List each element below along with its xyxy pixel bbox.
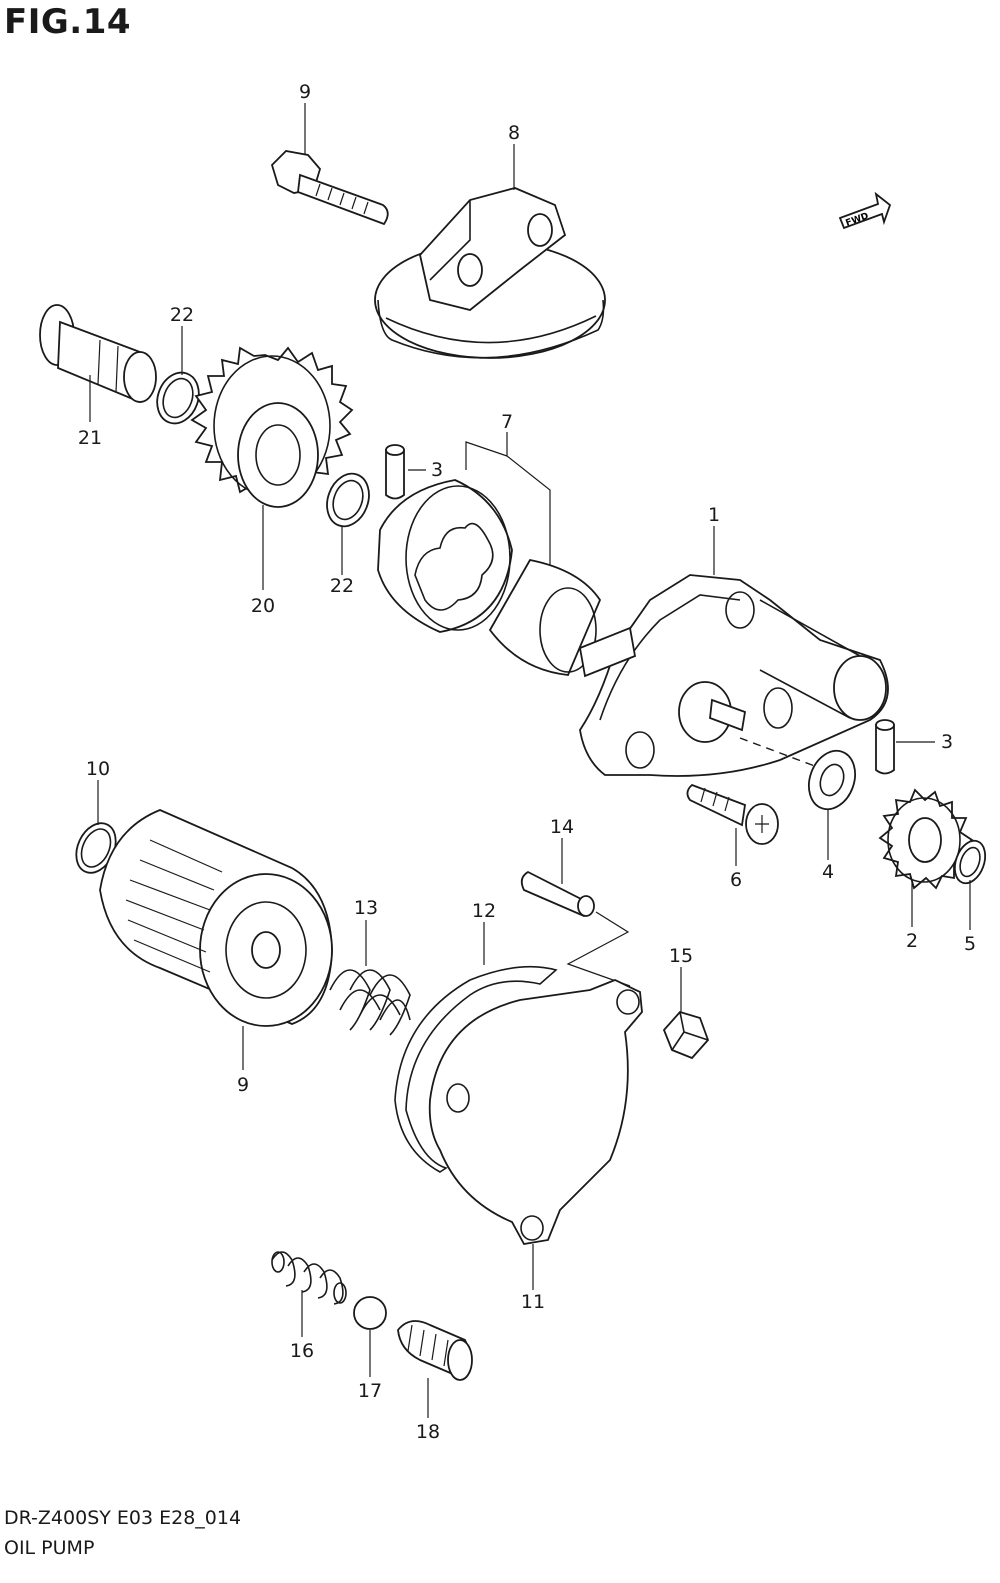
- callout-7: 7: [501, 411, 513, 433]
- callout-18: 17: [358, 1380, 382, 1402]
- callout-8: 8: [508, 122, 520, 144]
- callout-22-upper: 22: [170, 304, 194, 326]
- callout-17: 16: [290, 1340, 314, 1362]
- part-9-bolt[interactable]: [270, 150, 389, 226]
- part-22-circlip-upper[interactable]: [150, 367, 205, 430]
- part-4-washer[interactable]: [801, 744, 863, 815]
- part-8-strainer-cap[interactable]: [374, 187, 606, 359]
- part-3-dowel-pin-lower[interactable]: [875, 719, 895, 775]
- part-5-circlip[interactable]: [949, 837, 990, 888]
- part-7-outer-rotor[interactable]: [377, 479, 513, 633]
- callout-12: 11: [521, 1291, 545, 1313]
- callout-19: 18: [416, 1421, 440, 1443]
- part-6-screw[interactable]: [686, 783, 779, 845]
- fwd-direction-badge: FWD: [838, 191, 892, 230]
- part-2-drive-gear[interactable]: [878, 788, 974, 890]
- leader-lines: [89, 103, 971, 1418]
- part-12-filter-cap[interactable]: [428, 979, 643, 1245]
- part-19-plug[interactable]: [397, 1320, 473, 1381]
- figure-title: FIG.14: [4, 2, 132, 42]
- part-3-dowel-pin-upper[interactable]: [385, 444, 405, 500]
- group-name: OIL PUMP: [4, 1537, 95, 1559]
- callout-14: 13: [354, 897, 378, 919]
- part-21-shaft[interactable]: [39, 304, 157, 404]
- part-13-gasket[interactable]: [394, 965, 558, 1173]
- callout-9: 9: [299, 81, 311, 103]
- callout-3-lower: 3: [941, 731, 953, 753]
- callout-10: 9: [237, 1074, 249, 1096]
- callout-11: 10: [86, 758, 110, 780]
- callout-6: 6: [730, 869, 742, 891]
- part-18-ball[interactable]: [353, 1296, 387, 1330]
- callout-20: 20: [251, 595, 275, 617]
- callout-4: 4: [822, 861, 834, 883]
- callout-13: 12: [472, 900, 496, 922]
- part-10-oil-filter[interactable]: [99, 809, 333, 1027]
- callout-21: 21: [78, 427, 102, 449]
- part-1-pump-body[interactable]: [578, 574, 889, 777]
- model-code: DR-Z400SY E03 E28_014: [4, 1507, 242, 1529]
- part-15-leader-zigzag: [566, 911, 631, 987]
- part-22-circlip-lower[interactable]: [320, 468, 376, 532]
- callout-5: 5: [964, 933, 976, 955]
- part-17-relief-spring[interactable]: [271, 1251, 347, 1305]
- callout-16: 15: [669, 945, 693, 967]
- part-20-driven-gear[interactable]: [190, 346, 354, 508]
- callout-2: 2: [906, 930, 918, 952]
- part-7-inner-rotor[interactable]: [488, 558, 602, 676]
- part-15-dowel[interactable]: [520, 870, 595, 917]
- callout-labels: 9 8 22 21 3 7 1 20 22 3 10 14 6 4 2 5 12…: [78, 81, 976, 1443]
- callout-3-upper: 3: [431, 459, 443, 481]
- callout-22-lower: 22: [330, 575, 354, 597]
- callout-15: 14: [550, 816, 574, 838]
- callout-1: 1: [708, 504, 720, 526]
- part-16-cap-nut[interactable]: [662, 1010, 710, 1060]
- part-14-spring[interactable]: [329, 969, 411, 1036]
